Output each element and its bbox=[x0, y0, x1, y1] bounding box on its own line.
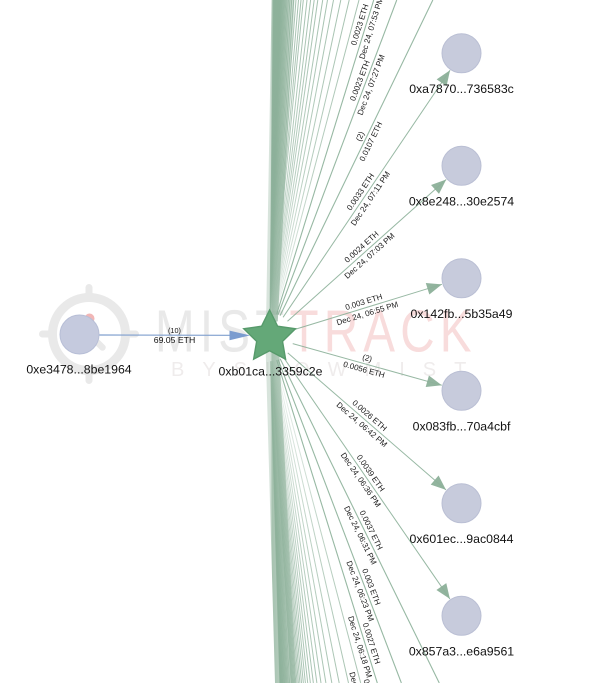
svg-text:0x857a3...e6a9561: 0x857a3...e6a9561 bbox=[409, 645, 514, 659]
svg-text:69.05 ETH: 69.05 ETH bbox=[154, 335, 196, 345]
svg-text:(2): (2) bbox=[361, 353, 373, 364]
svg-text:BYSLOWMIST: BYSLOWMIST bbox=[171, 359, 484, 381]
svg-text:0x601ec...9ac0844: 0x601ec...9ac0844 bbox=[410, 532, 514, 546]
svg-text:0xb01ca...3359c2e: 0xb01ca...3359c2e bbox=[219, 365, 323, 379]
svg-text:(10): (10) bbox=[168, 326, 181, 335]
svg-text:0.0025 ETH: 0.0025 ETH bbox=[362, 678, 382, 683]
svg-text:0x083fb...70a4cbf: 0x083fb...70a4cbf bbox=[413, 420, 511, 434]
svg-text:0x8e248...30e2574: 0x8e248...30e2574 bbox=[409, 195, 514, 209]
svg-text:0xa7870...736583c: 0xa7870...736583c bbox=[409, 82, 514, 96]
svg-text:MISTTRACK: MISTTRACK bbox=[155, 298, 477, 364]
svg-text:0xe3478...8be1964: 0xe3478...8be1964 bbox=[26, 362, 131, 376]
svg-text:0x142fb...5b35a49: 0x142fb...5b35a49 bbox=[411, 307, 513, 321]
svg-text:(2): (2) bbox=[354, 130, 367, 143]
